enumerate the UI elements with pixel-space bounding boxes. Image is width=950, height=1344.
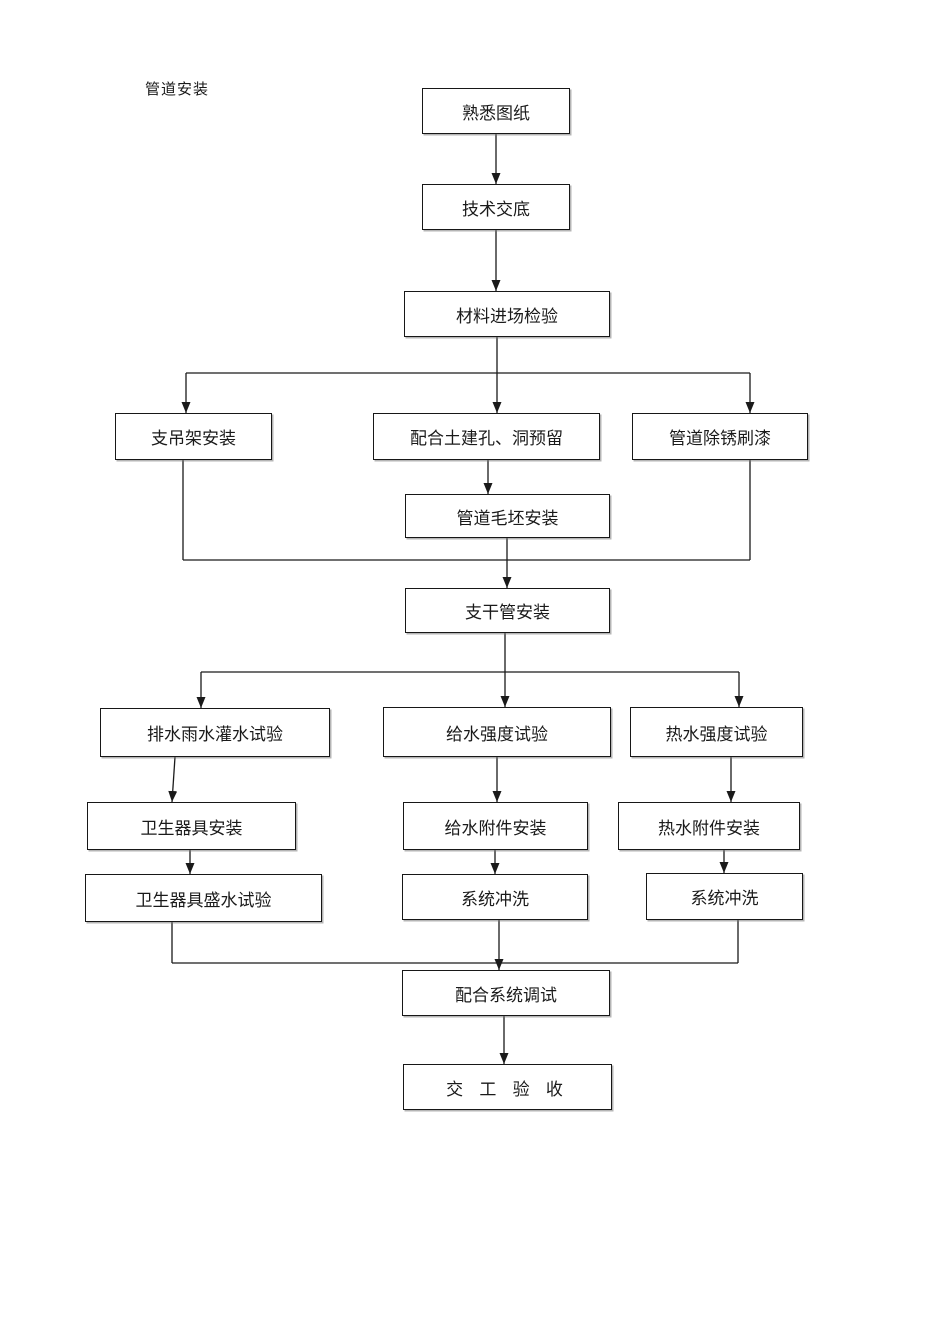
flow-node-handover-acceptance: 交 工 验 收 [403,1064,612,1110]
flow-node-label: 热水强度试验 [665,724,768,744]
flow-node-branch-main-pipe-installation: 支干管安装 [405,588,610,633]
flow-node-system-flush-supply: 系统冲洗 [402,874,588,920]
flow-node-civil-holes-openings-reserve: 配合土建孔、洞预留 [373,413,600,460]
flow-node-label: 支干管安装 [465,603,550,622]
flow-node-label: 卫生器具盛水试验 [135,890,272,910]
flow-node-label: 热水附件安装 [658,818,760,838]
flow-node-water-supply-fitting-install: 给水附件安装 [403,802,588,850]
flow-node-system-flush-hot: 系统冲洗 [646,873,803,920]
flow-node-drain-rainwater-filling-test: 排水雨水灌水试验 [100,708,330,757]
flow-node-label: 排水雨水灌水试验 [147,725,283,744]
flow-node-technical-disclosure: 技术交底 [422,184,570,230]
flow-node-system-commissioning-support: 配合系统调试 [402,970,610,1016]
flow-node-label: 材料进场检验 [456,306,558,326]
flow-node-sanitary-ware-installation: 卫生器具安装 [87,802,296,850]
flow-node-label: 管道除锈刷漆 [669,429,771,448]
flow-node-label: 配合系统调试 [455,985,557,1005]
flow-node-material-entry-inspection: 材料进场检验 [404,291,610,337]
edge-draintest-sanitary [168,756,178,803]
flow-node-label: 给水强度试验 [446,724,548,744]
flow-node-support-hanger-installation: 支吊架安装 [115,413,272,460]
flow-node-label: 系统冲洗 [690,889,759,908]
page-title: 管道安装 [145,82,210,98]
flow-node-label: 配合土建孔、洞预留 [410,429,563,448]
flow-node-familiarize-drawings: 熟悉图纸 [422,88,570,134]
flow-node-label: 交 工 验 收 [446,1079,569,1099]
flow-node-pipe-derust-painting: 管道除锈刷漆 [632,413,808,460]
flow-node-hot-water-fitting-install: 热水附件安装 [618,802,800,850]
flow-node-hot-water-strength-test: 热水强度试验 [630,707,803,757]
flow-node-water-supply-strength-test: 给水强度试验 [383,707,611,757]
flow-node-label: 熟悉图纸 [462,103,530,123]
flow-node-pipe-rough-installation: 管道毛坯安装 [405,494,610,538]
flow-node-label: 技术交底 [462,199,530,219]
flow-node-label: 系统冲洗 [461,889,529,909]
flow-node-label: 管道毛坯安装 [456,508,559,528]
flow-node-label: 卫生器具安装 [140,818,243,838]
flow-node-label: 支吊架安装 [151,429,236,448]
flow-node-label: 给水附件安装 [444,818,547,838]
flow-node-sanitary-ware-water-test: 卫生器具盛水试验 [85,874,322,922]
